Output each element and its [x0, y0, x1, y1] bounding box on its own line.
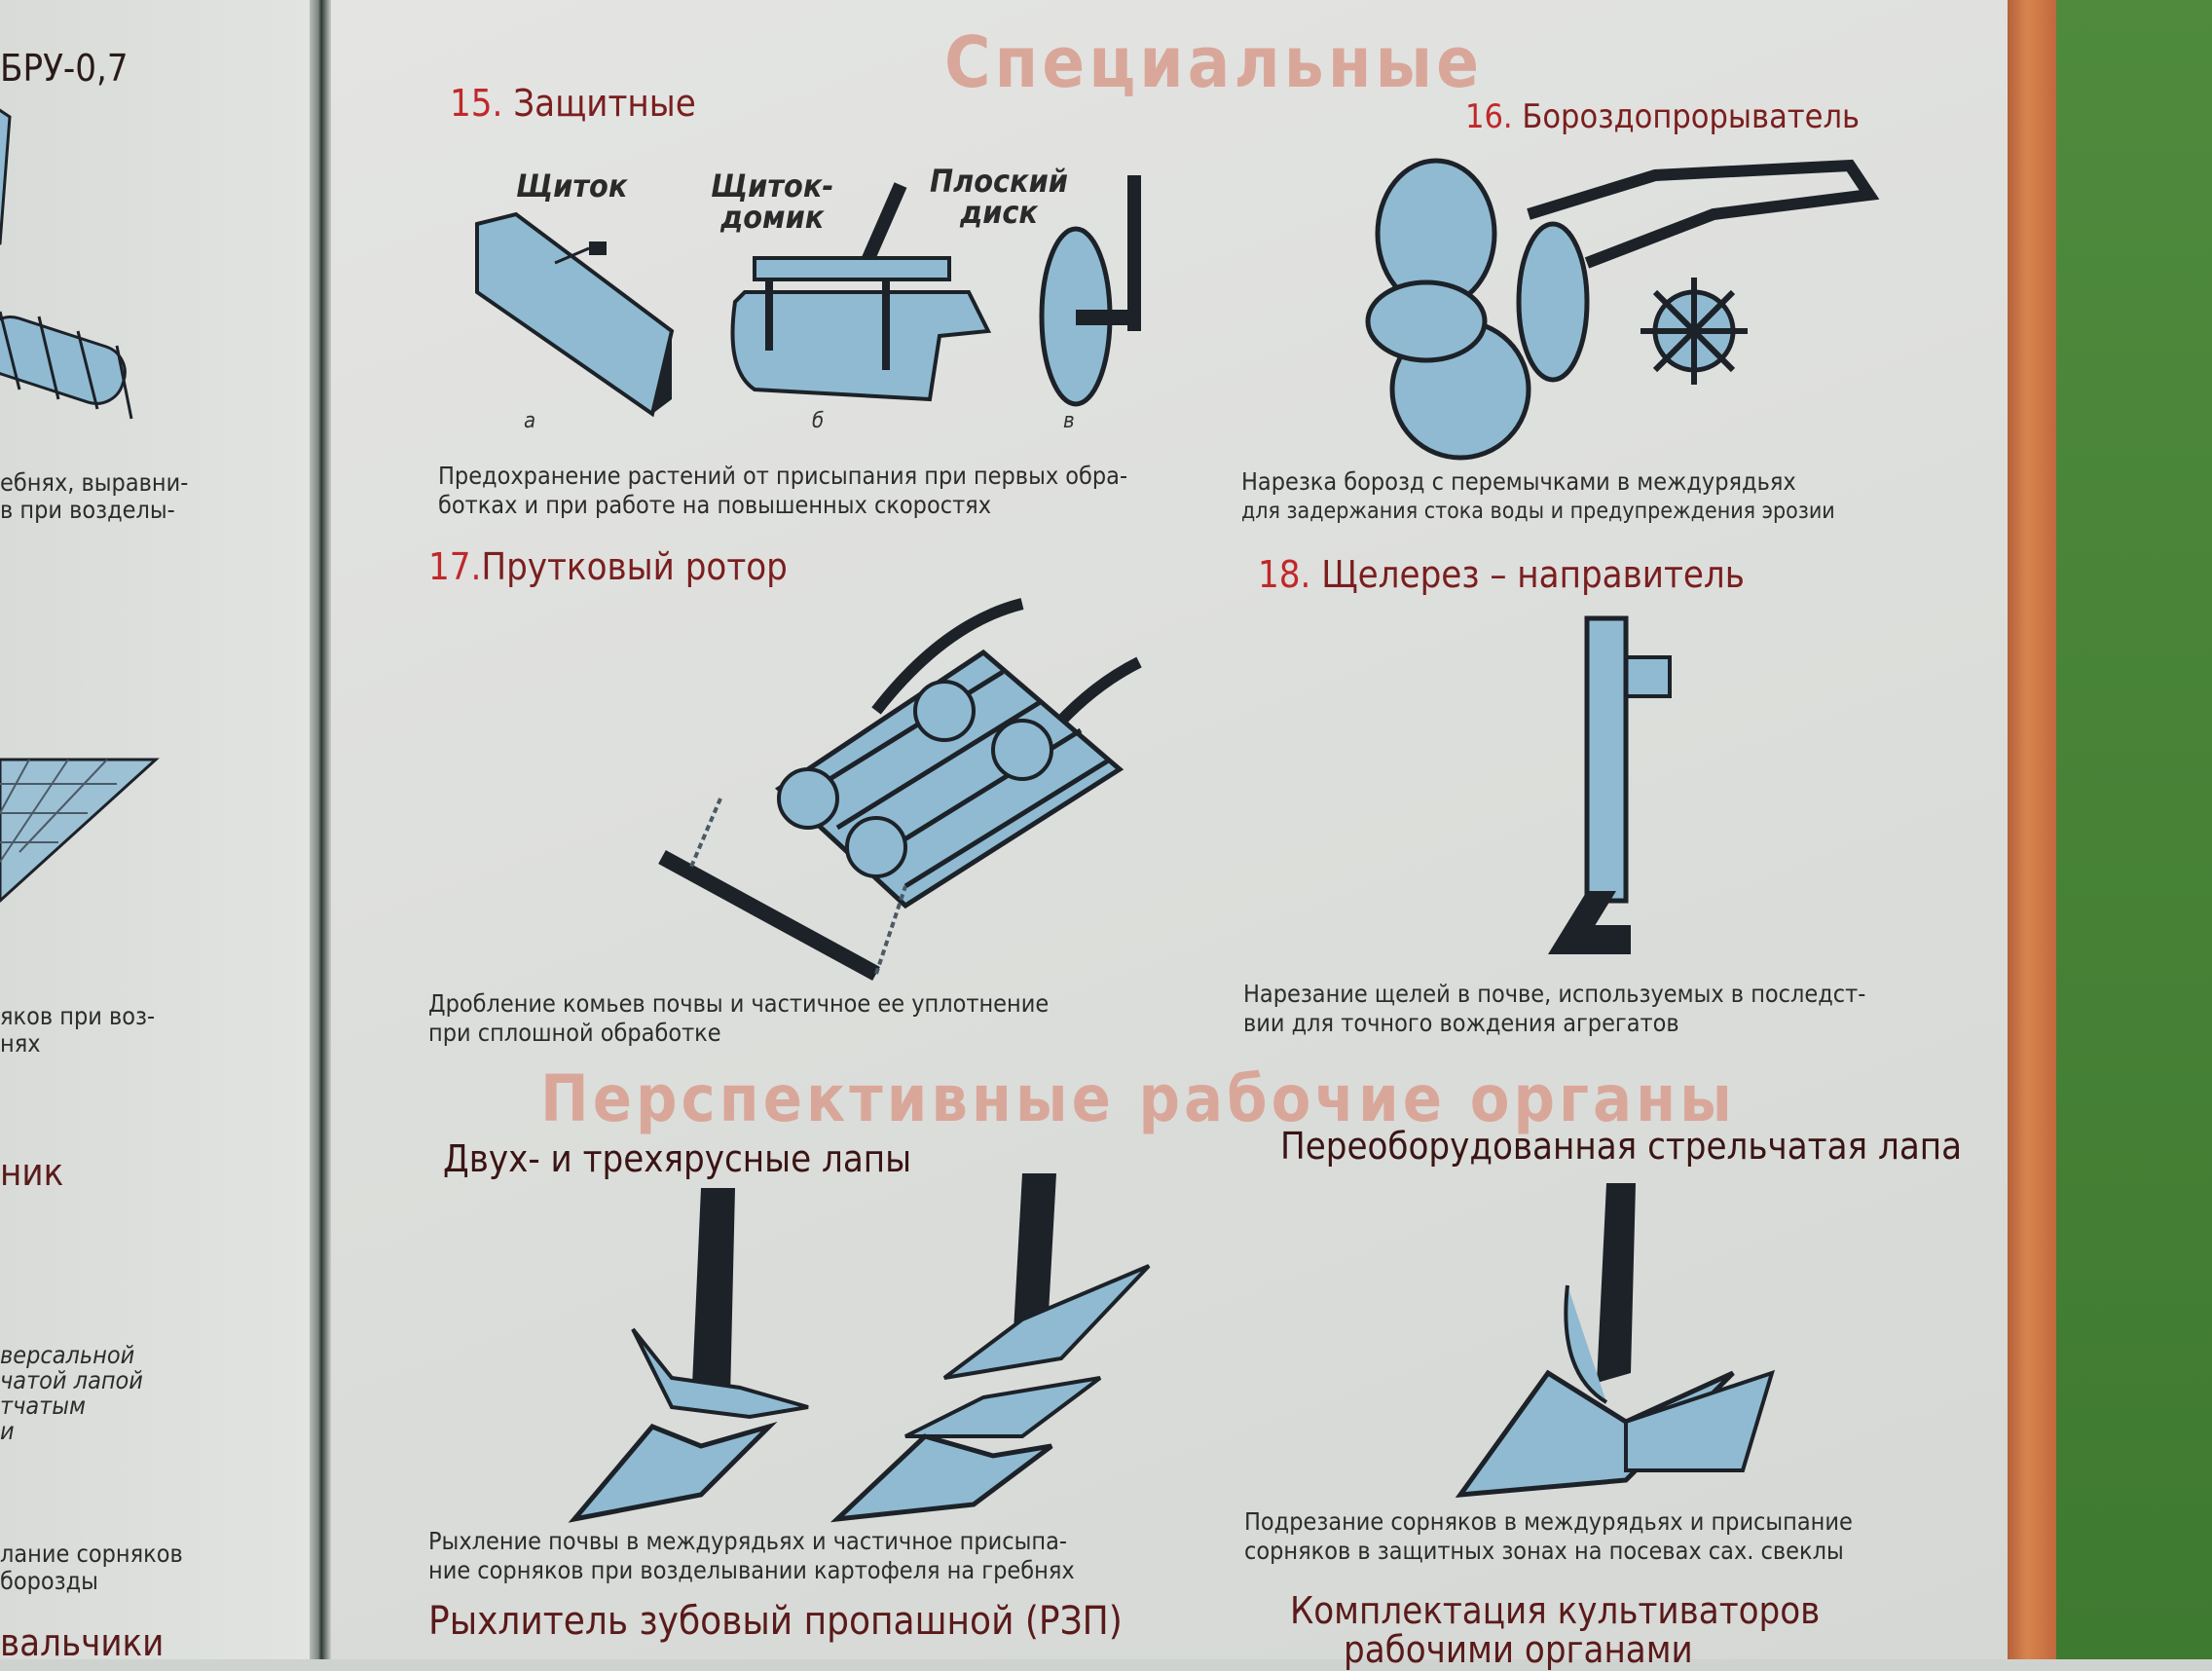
shield-house-label: Щиток- домик [711, 167, 834, 236]
furrow-breaker-illustration [1365, 158, 1880, 461]
item16-title: Бороздопрорыватель [1522, 97, 1861, 136]
poster: Специальные 15. Защитные Щиток Щиток- до… [331, 0, 2008, 1671]
item17-desc-2: при сплошной обработке [428, 1019, 721, 1047]
item18-desc-1: Нарезание щелей в почве, используемых в … [1243, 980, 1866, 1008]
shield-house-illustration [730, 182, 992, 402]
item16-heading: 16. Бороздопрорыватель [1465, 97, 1860, 136]
left-heading-fragment: ник [0, 1151, 64, 1194]
section-title-special: Специальные [944, 21, 1484, 103]
item15-heading: 15. Защитные [450, 82, 696, 125]
item16-desc-2: для задержания стока воды и предупрежден… [1241, 499, 1835, 524]
left-bottom-fragment: вальчики [0, 1621, 165, 1659]
left-text-3c: тчатым [0, 1392, 87, 1420]
item17-number: 17. [428, 545, 482, 588]
item15-title: Защитные [513, 82, 696, 125]
left-text-3b: чатой лапой [0, 1366, 143, 1394]
item16-number: 16. [1465, 97, 1513, 136]
modified-desc-1: Подрезание сорняков в междурядьях и прис… [1244, 1507, 1853, 1536]
shield-illustration [475, 211, 675, 418]
tiered-title: Двух- и трехярусные лапы [443, 1137, 912, 1180]
kit-title-1: Комплектация культиваторов [1290, 1589, 1821, 1632]
left-text-4b: борозды [0, 1567, 98, 1595]
poster-divider [310, 0, 331, 1659]
shield-label: Щиток [516, 167, 628, 204]
spiked-roller [0, 311, 133, 420]
left-text-2a: яков при воз- [0, 1002, 156, 1030]
modified-desc-2: сорняков в защитных зонах на посевах сах… [1244, 1537, 1844, 1565]
modified-arrow-sweep-illustration [1455, 1183, 1776, 1498]
two-tier-sweep-illustration [568, 1188, 809, 1523]
item16-desc-1: Нарезка борозд с перемычками в междурядь… [1241, 467, 1796, 496]
wooden-frame [2008, 0, 2056, 1659]
item17-heading: 17.Прутковый ротор [428, 545, 788, 588]
flat-disc-label: Плоский диск [930, 163, 1068, 231]
left-text-3a: версальной [0, 1341, 135, 1369]
roller-illustration [0, 108, 133, 420]
item15-number: 15. [450, 82, 503, 125]
left-title-fragment: БРУ-0,7 [0, 47, 129, 90]
item18-desc-2: вии для точного вождения агрегатов [1243, 1009, 1679, 1037]
item15-desc-2: ботках и при работе на повышенных скорос… [438, 491, 992, 519]
tiered-desc-1: Рыхление почвы в междурядьях и частичное… [428, 1527, 1067, 1555]
section-title-prospective: Перспективные рабочие органы [540, 1061, 1736, 1136]
item18-title: Щелерез – направитель [1321, 553, 1745, 596]
left-text-1b: в при возделы- [0, 496, 175, 524]
kit-title-2: рабочими органами [1344, 1628, 1693, 1671]
harrow-mesh-illustration [0, 758, 160, 904]
three-tier-sweep-illustration [830, 1173, 1151, 1523]
left-text-1a: ебнях, выравни- [0, 468, 189, 497]
slit-cutter-guide-illustration [1548, 615, 1672, 954]
green-wall [2056, 0, 2212, 1659]
item18-heading: 18. Щелерез – направитель [1258, 553, 1745, 596]
item18-number: 18. [1258, 553, 1311, 596]
left-text-3d: и [0, 1417, 15, 1445]
item17-desc-1: Дробление комьев почвы и частичное ее уп… [428, 989, 1050, 1018]
rzp-title: Рыхлитель зубовый пропашной (РЗП) [428, 1599, 1123, 1644]
item17-title: Прутковый ротор [481, 545, 788, 588]
left-text-4a: лание сорняков [0, 1540, 183, 1568]
left-text-2b: нях [0, 1029, 41, 1058]
adjacent-poster-fragment: БРУ-0,7 ебнях, выравни- в при возделы- я… [0, 0, 316, 1659]
flat-disc-illustration [1039, 175, 1141, 407]
letter-a: а [524, 409, 536, 433]
letter-v: в [1063, 409, 1075, 433]
letter-b: б [812, 409, 825, 433]
item15-desc-1: Предохранение растений от присыпания при… [438, 462, 1128, 490]
modified-title: Переоборудованная стрельчатая лапа [1280, 1125, 1963, 1168]
tiered-desc-2: ние сорняков при возделывании картофеля … [428, 1556, 1075, 1584]
bar-rotor-illustration [658, 598, 1142, 982]
